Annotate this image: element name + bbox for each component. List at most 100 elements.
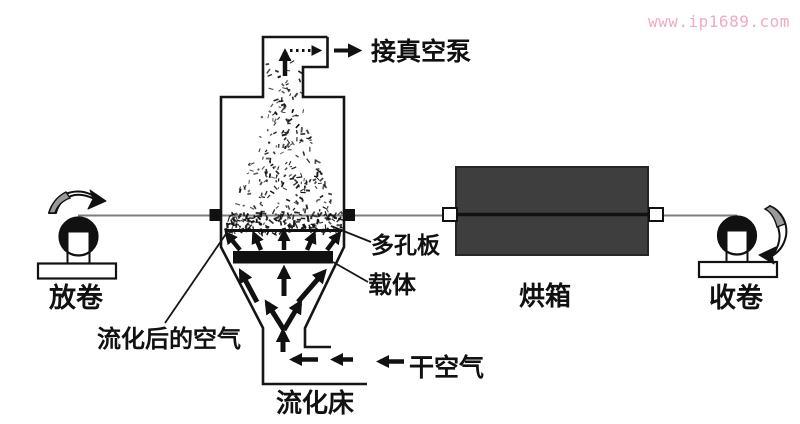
- particle: [319, 177, 324, 182]
- rotation-ccw-icon: [758, 205, 788, 265]
- particle: [272, 112, 276, 116]
- particle: [275, 179, 278, 183]
- particle: [294, 222, 299, 229]
- particle: [293, 178, 299, 184]
- unwind-roller: [36, 189, 118, 280]
- label-oven: 烘箱: [519, 281, 571, 311]
- particle: [259, 181, 263, 186]
- particle: [264, 213, 269, 219]
- particle: [301, 224, 307, 230]
- particle: [328, 192, 333, 196]
- particle: [260, 203, 264, 207]
- particle: [275, 170, 280, 175]
- particle: [265, 225, 270, 229]
- particle: [279, 151, 284, 155]
- particle: [265, 62, 270, 66]
- particle: [266, 68, 271, 74]
- particle: [283, 105, 287, 110]
- particle: [297, 184, 300, 188]
- particle: [270, 163, 274, 167]
- particle: [312, 178, 317, 182]
- particle: [286, 212, 290, 217]
- particle: [295, 200, 300, 205]
- particle: [276, 100, 281, 104]
- particle: [317, 167, 320, 170]
- particle: [285, 83, 289, 86]
- leader-carrier: [332, 261, 369, 283]
- oven-box: [455, 166, 649, 256]
- particle: [323, 201, 327, 204]
- particle: [279, 220, 283, 226]
- particle: [274, 111, 278, 116]
- particle: [260, 192, 263, 197]
- particle: [285, 118, 290, 124]
- particle: [324, 211, 328, 217]
- particle: [294, 193, 299, 197]
- particle: [273, 216, 280, 221]
- particle: [265, 168, 268, 174]
- particle: [282, 187, 288, 191]
- particle: [253, 215, 258, 218]
- particle: [311, 214, 318, 218]
- particle: [315, 159, 321, 164]
- particle: [247, 219, 252, 223]
- label-porous-plate: 多孔板: [371, 232, 441, 258]
- particle: [328, 201, 332, 205]
- particle: [308, 178, 312, 183]
- particle: [267, 114, 270, 119]
- particle: [320, 172, 323, 176]
- particle: [259, 222, 263, 226]
- particle: [281, 129, 285, 134]
- particle: [289, 93, 292, 97]
- particle: [280, 181, 285, 188]
- particle: [273, 166, 276, 168]
- particle: [244, 224, 248, 229]
- particle: [305, 204, 309, 210]
- particle: [276, 116, 281, 121]
- label-dry-air: 干空气: [409, 353, 484, 382]
- particle: [302, 109, 305, 114]
- particle: [284, 167, 288, 171]
- rotation-cw-icon: [48, 189, 107, 214]
- particle: [273, 98, 279, 102]
- dry-air-arrows-icon: [289, 352, 404, 369]
- particle: [281, 133, 288, 137]
- particle: [233, 212, 237, 216]
- particle: [331, 218, 336, 222]
- carrier-up-arrows-icon: [238, 264, 327, 304]
- label-fluidized-air: 流化后的空气: [97, 325, 241, 353]
- particle: [244, 226, 247, 230]
- particle: [250, 162, 255, 165]
- particle: [337, 211, 341, 216]
- particle: [302, 223, 307, 229]
- particle: [270, 103, 274, 108]
- particle: [250, 220, 256, 224]
- unwind-core: [66, 230, 91, 265]
- particle: [235, 216, 239, 222]
- particle: [295, 123, 300, 129]
- particle: [340, 211, 343, 215]
- particle: [293, 92, 299, 98]
- particle: [249, 206, 255, 210]
- particle: [252, 226, 255, 230]
- particle: [283, 104, 287, 109]
- particle: [287, 118, 291, 122]
- particle: [259, 135, 262, 138]
- particle: [246, 223, 251, 226]
- particle: [268, 110, 272, 114]
- particle: [230, 211, 234, 216]
- particle: [232, 217, 235, 222]
- particle: [241, 227, 245, 230]
- particle: [296, 176, 302, 179]
- particle: [282, 143, 285, 149]
- particle: [264, 190, 268, 196]
- particle: [306, 216, 310, 223]
- particle: [298, 213, 303, 216]
- particle: [316, 198, 321, 201]
- particle: [291, 140, 295, 146]
- particle: [325, 207, 329, 213]
- particle: [264, 149, 268, 153]
- label-unwind: 放卷: [48, 282, 104, 313]
- particle: [251, 220, 254, 223]
